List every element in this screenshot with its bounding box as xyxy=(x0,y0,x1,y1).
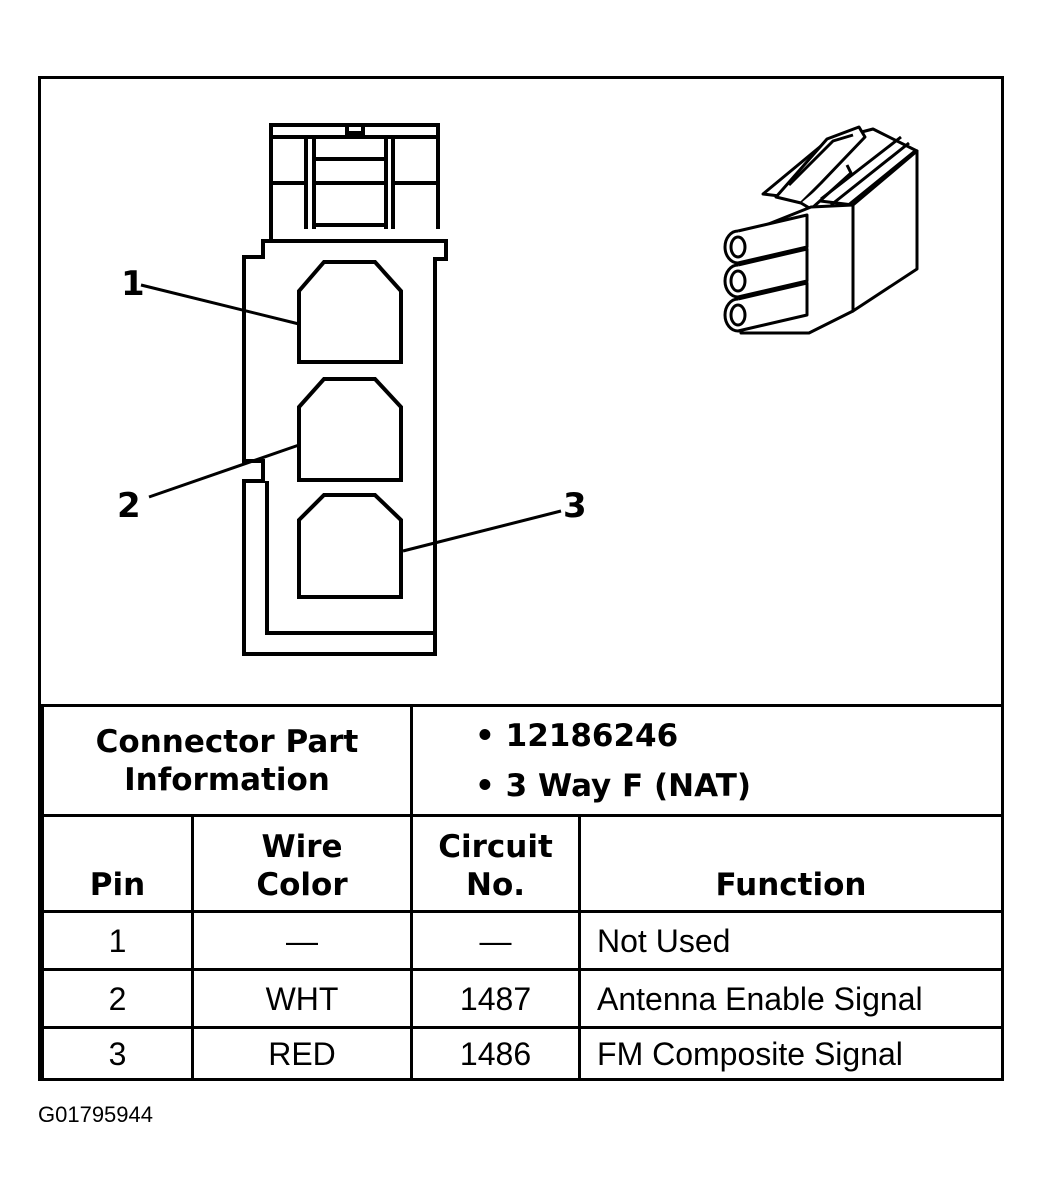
circuit-cell: — xyxy=(410,910,582,971)
pin-cell: 2 xyxy=(41,968,194,1029)
function-cell: Antenna Enable Signal xyxy=(578,968,1005,1029)
connector-3d-view-icon xyxy=(723,125,919,335)
connector-diagram: 1 2 3 xyxy=(41,79,1001,704)
function-cell: Not Used xyxy=(578,910,1005,971)
circuit-cell: 1486 xyxy=(410,1026,582,1081)
circuit-cell: 1487 xyxy=(410,968,582,1029)
diagram-frame: 1 2 3 Connector Part Information • 12186… xyxy=(38,76,1005,1081)
wire-color-header: Wire Color xyxy=(190,814,414,913)
pin2-leader xyxy=(148,443,300,499)
figure-id: G01795944 xyxy=(38,1102,153,1127)
wire-color-cell: WHT xyxy=(190,968,414,1029)
circuit-header: Circuit No. xyxy=(410,814,582,913)
pin3-leader xyxy=(402,509,562,553)
table-row: 3 RED 1486 FM Composite Signal xyxy=(41,1026,1005,1081)
connector-part-values: • 12186246 • 3 Way F (NAT) xyxy=(410,704,1005,817)
function-cell: FM Composite Signal xyxy=(578,1026,1005,1081)
table-row: 1 — — Not Used xyxy=(41,910,1005,971)
pin2-callout: 2 xyxy=(117,486,141,526)
part-number: • 12186246 xyxy=(475,717,679,754)
connector-info-table: Connector Part Information • 12186246 • … xyxy=(40,704,1005,1081)
function-header: Function xyxy=(578,814,1005,913)
pin-cell: 1 xyxy=(41,910,194,971)
pin-cell: 3 xyxy=(41,1026,194,1081)
wire-color-cell: RED xyxy=(190,1026,414,1081)
connector-part-label-line1: Connector Part xyxy=(95,723,359,760)
wire-color-cell: — xyxy=(190,910,414,971)
pin-header: Pin xyxy=(41,814,194,913)
pin1-callout: 1 xyxy=(121,264,145,304)
table-row: 2 WHT 1487 Antenna Enable Signal xyxy=(41,968,1005,1029)
connector-type: • 3 Way F (NAT) xyxy=(475,767,752,804)
connector-part-label-line2: Information xyxy=(124,761,330,798)
pin3-callout: 3 xyxy=(563,486,587,526)
connector-face-view-icon xyxy=(140,123,919,656)
connector-part-label: Connector Part Information xyxy=(40,704,414,817)
pin1-leader xyxy=(140,283,300,326)
